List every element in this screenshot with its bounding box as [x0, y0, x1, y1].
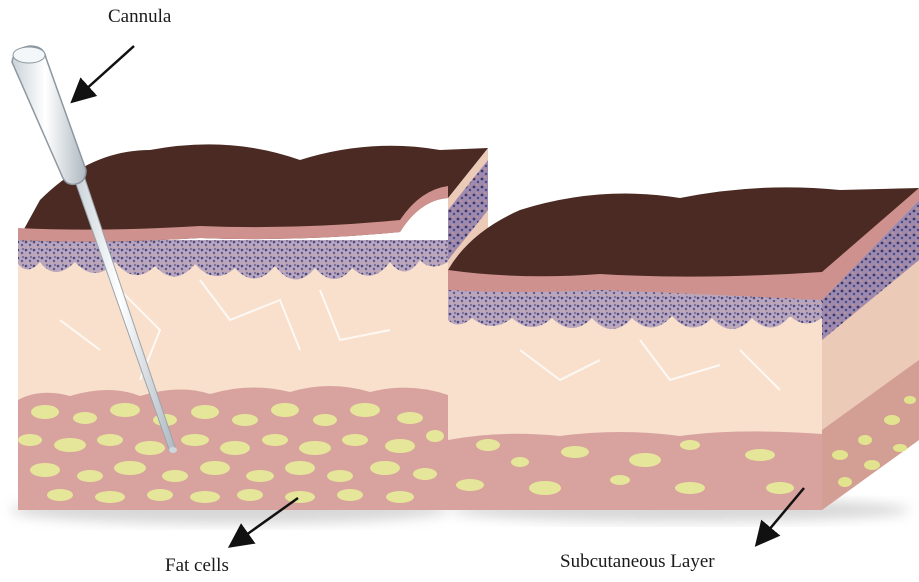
cannula-label: Cannula [108, 6, 171, 28]
fat-cells-label: Fat cells [165, 555, 229, 577]
right-subcutaneous [448, 431, 822, 510]
cannula-arrow [74, 46, 134, 100]
subcutaneous-layer-label: Subcutaneous Layer [560, 551, 715, 573]
right-skin-block [448, 187, 919, 522]
